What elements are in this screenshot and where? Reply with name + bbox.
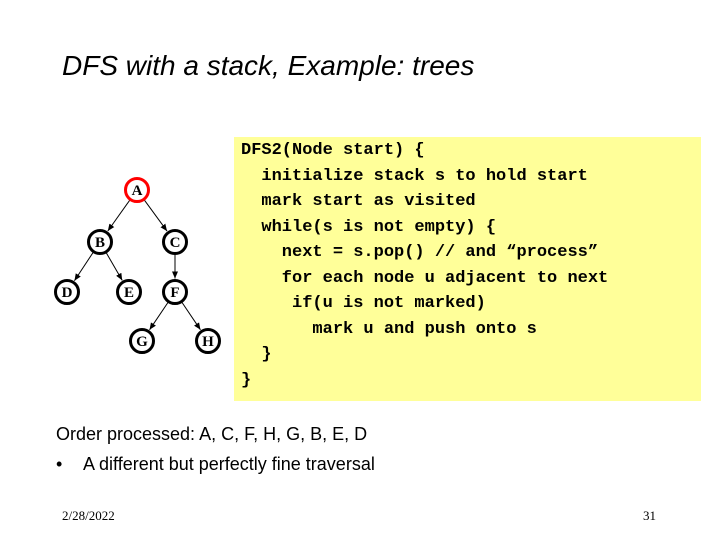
tree-node-f: F [162,279,188,305]
tree-node-c: C [162,229,188,255]
node-circle [124,177,150,203]
bullet-text: A different but perfectly fine traversal [83,454,375,474]
node-circle [129,328,155,354]
node-label: B [95,235,105,251]
page-number: 31 [643,508,656,523]
tree-node-a: A [124,177,150,203]
code-line: DFS2(Node start) { [241,141,425,160]
code-line: } [241,371,252,390]
node-circle [54,279,80,305]
bullet-icon: • [56,454,63,474]
code-line: if(u is not marked) [241,294,486,313]
code-line: next = s.pop() // and “process” [241,243,599,262]
tree-edge-f-h [181,302,201,331]
node-circle [162,229,188,255]
tree-node-b: B [87,229,113,255]
code-line: mark u and push onto s [241,320,537,339]
node-label: G [136,334,148,350]
code-line: } [241,345,272,364]
node-label: C [170,235,181,251]
order-processed-text: Order processed: A, C, F, H, G, B, E, D [56,424,368,444]
tree-node-e: E [116,279,142,305]
slide-title: DFS with a stack, Example: trees [62,50,475,81]
node-circle [87,229,113,255]
code-line: initialize stack s to hold start [241,167,588,186]
code-line: while(s is not empty) { [241,218,497,237]
footer-date: 2/28/2022 [62,508,115,523]
node-label: E [124,285,134,301]
tree-node-d: D [54,279,80,305]
tree-node-h: H [195,328,221,354]
code-block: DFS2(Node start) { initialize stack s to… [234,137,701,401]
code-line: mark start as visited [241,192,476,211]
tree-edge-a-b [107,199,131,232]
tree-edge-a-c [143,199,168,232]
tree-edge-b-e [105,252,123,281]
tree-edge-b-d [74,252,94,282]
tree-node-g: G [129,328,155,354]
node-label: D [62,285,73,301]
node-circle [195,328,221,354]
node-circle [116,279,142,305]
code-line: for each node u adjacent to next [241,269,609,288]
node-circle [162,279,188,305]
node-label: F [170,285,179,301]
tree-edge-f-g [149,302,169,331]
node-label: H [202,334,214,350]
node-label: A [132,183,143,199]
tree-diagram: A B C D E F G H [54,177,221,354]
